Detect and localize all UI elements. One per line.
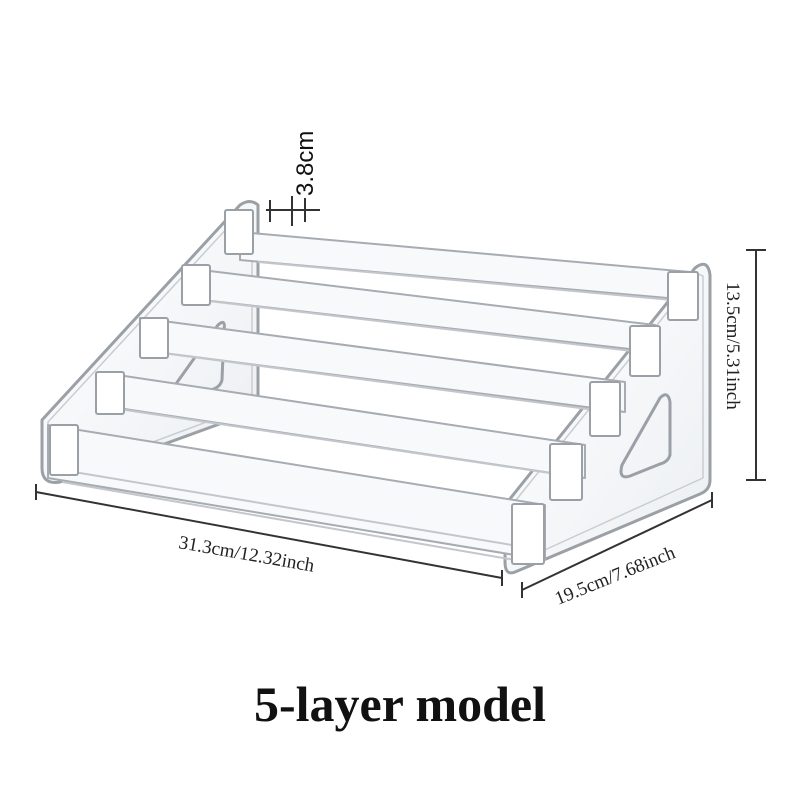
depth-label: 19.5cm/7.68inch xyxy=(552,542,679,609)
right-handle-cutout xyxy=(619,393,672,479)
dimension-lines xyxy=(35,196,766,598)
height-label: 13.5cm/5.31inch xyxy=(722,282,743,410)
shelf-tier-1 xyxy=(47,424,546,561)
model-caption: 5-layer model xyxy=(253,676,547,732)
tier-height-label: 3.8cm xyxy=(292,131,319,196)
acrylic-display-rack xyxy=(40,200,712,575)
left-slot-brackets xyxy=(49,209,254,476)
right-slot-brackets xyxy=(511,271,699,565)
